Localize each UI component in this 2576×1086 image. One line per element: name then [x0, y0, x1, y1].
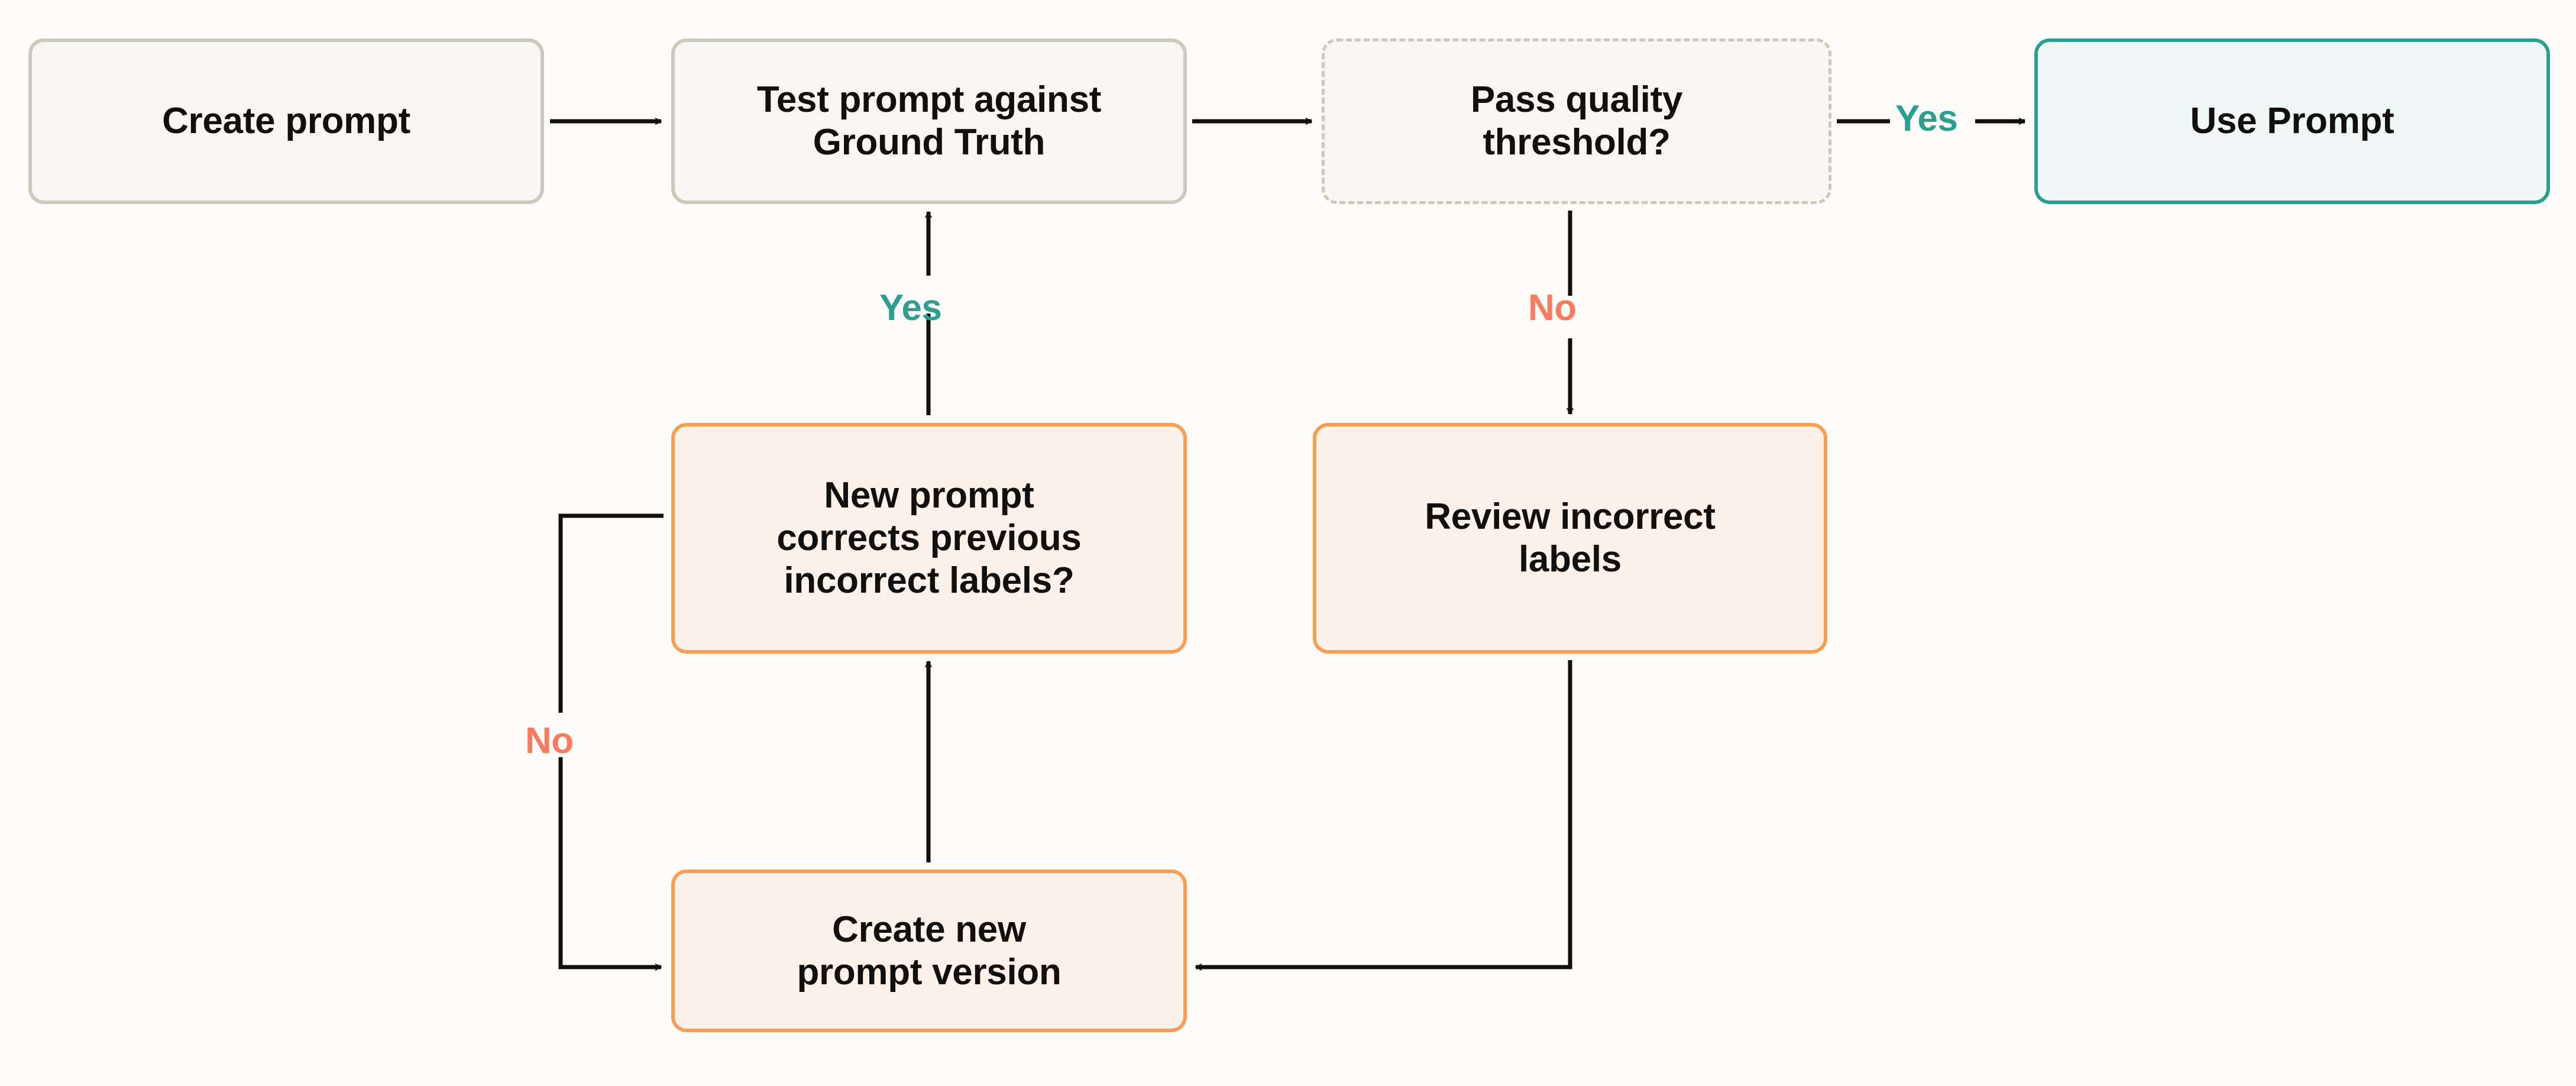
edge-newprompt-no-loop-a [558, 513, 664, 713]
node-review-labels-label: Review incorrect labels [1425, 496, 1716, 580]
node-create-new-prompt-version[interactable]: Create new prompt version [671, 870, 1187, 1032]
node-new-prompt-corrects-label: New prompt corrects previous incorrect l… [776, 475, 1082, 601]
node-create-prompt-label: Create prompt [162, 101, 410, 142]
node-review-incorrect-labels[interactable]: Review incorrect labels [1313, 423, 1827, 654]
node-test-prompt-label: Test prompt against Ground Truth [756, 79, 1102, 163]
edge-label-yes-threshold-to-use-prompt: Yes [1895, 98, 1958, 139]
node-create-version-label: Create new prompt version [797, 909, 1062, 993]
node-use-prompt-label: Use Prompt [2190, 101, 2394, 142]
edge-label-yes-newprompt-to-test: Yes [879, 287, 942, 328]
node-pass-quality-threshold[interactable]: Pass quality threshold? [1322, 38, 1831, 204]
edge-label-no-threshold-to-review: No [1528, 287, 1577, 328]
node-pass-threshold-label: Pass quality threshold? [1470, 79, 1683, 163]
edge-review-to-createversion [1195, 660, 1572, 971]
edge-newprompt-no-loop-b [558, 757, 662, 971]
edge-label-no-newprompt-loop: No [525, 720, 574, 761]
node-use-prompt[interactable]: Use Prompt [2034, 38, 2550, 204]
node-create-prompt[interactable]: Create prompt [28, 38, 544, 204]
node-new-prompt-corrects-previous-incorrect-labels[interactable]: New prompt corrects previous incorrect l… [671, 423, 1187, 654]
node-test-prompt-against-ground-truth[interactable]: Test prompt against Ground Truth [671, 38, 1187, 204]
